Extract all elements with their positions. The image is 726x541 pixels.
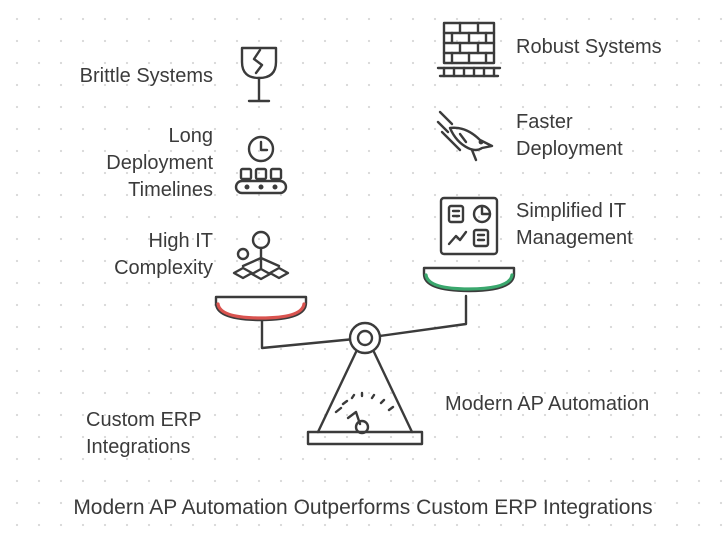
broken-glass-icon <box>238 44 282 111</box>
label-simplified-it-management: Simplified IT Management <box>516 200 633 249</box>
brick-wall-icon <box>436 20 502 85</box>
dashboard-icon <box>439 196 499 261</box>
scale-base <box>306 430 424 446</box>
speeding-bird-icon <box>436 108 498 169</box>
label-brittle-systems: Brittle Systems <box>79 65 213 87</box>
right-pan <box>422 266 516 293</box>
scale-gauge <box>334 391 395 414</box>
scale-pivot <box>348 321 382 355</box>
left-pan <box>214 295 308 322</box>
label-robust-systems: Robust Systems <box>516 36 662 58</box>
diagram-title: Modern AP Automation Outperforms Custom … <box>73 496 653 519</box>
label-modern-ap-automation: Modern AP Automation <box>445 393 650 415</box>
network-hierarchy-icon <box>231 228 291 289</box>
scale-stand <box>316 350 414 434</box>
label-long-deployment-timelines: Long Deployment Timelines <box>106 125 213 201</box>
label-custom-erp-integrations: Custom ERP Integrations <box>86 409 202 458</box>
clock-conveyor-icon <box>232 134 290 205</box>
label-faster-deployment: Faster Deployment <box>516 111 623 160</box>
label-high-it-complexity: High IT Complexity <box>114 230 213 279</box>
